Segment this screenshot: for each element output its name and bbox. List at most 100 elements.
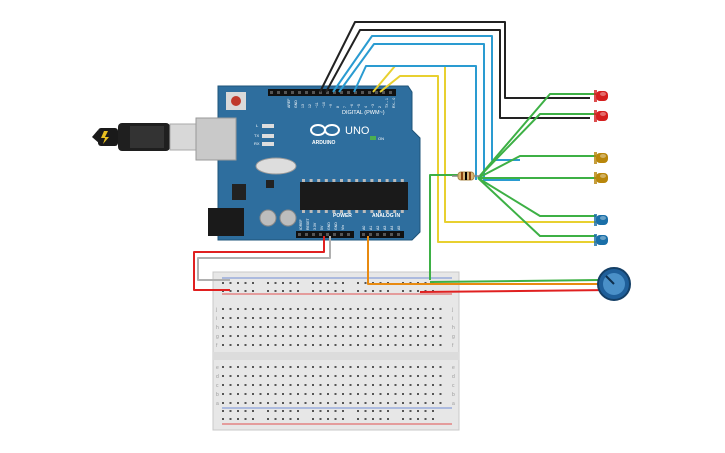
- pin-label: A5: [397, 226, 401, 230]
- wire-blue-pin8: [353, 65, 477, 180]
- header-socket[interactable]: [298, 91, 301, 94]
- arduino-logo: [310, 124, 340, 136]
- header-socket[interactable]: [305, 233, 308, 236]
- header-socket[interactable]: [369, 233, 372, 236]
- reset-button[interactable]: [231, 96, 241, 106]
- header-socket[interactable]: [270, 91, 273, 94]
- usb-cable[interactable]: [92, 123, 201, 151]
- wire-yellow-pin2: [379, 75, 596, 243]
- resistor[interactable]: [452, 171, 480, 181]
- led-red[interactable]: [594, 110, 608, 122]
- header-socket[interactable]: [305, 91, 308, 94]
- header-socket[interactable]: [362, 233, 365, 236]
- pin-label: GND: [294, 100, 298, 108]
- leds: [594, 90, 608, 246]
- led-yellow[interactable]: [594, 152, 608, 164]
- pin-label: 8: [336, 106, 340, 108]
- tx-label: TX: [254, 133, 259, 138]
- led-yellow[interactable]: [594, 172, 608, 184]
- power-jack: [208, 208, 244, 236]
- header-socket[interactable]: [368, 91, 371, 94]
- header-socket[interactable]: [340, 233, 343, 236]
- row-letter: a: [216, 401, 219, 407]
- header-socket[interactable]: [340, 91, 343, 94]
- led-red[interactable]: [594, 90, 608, 102]
- wire-blue-pin10: [338, 43, 520, 181]
- pin-label: A4: [390, 226, 394, 230]
- header-socket[interactable]: [312, 233, 315, 236]
- pin-label: ~10: [322, 102, 326, 108]
- wire-green-led1: [477, 93, 596, 179]
- pin-label: TX→1: [385, 98, 389, 108]
- header-socket[interactable]: [354, 91, 357, 94]
- wire-gray-gnd: [197, 236, 331, 281]
- row-letter: c: [452, 383, 455, 389]
- header-socket[interactable]: [375, 91, 378, 94]
- pin-label: ~9: [329, 104, 333, 108]
- header-socket[interactable]: [277, 91, 280, 94]
- header-socket[interactable]: [326, 91, 329, 94]
- header-socket[interactable]: [291, 91, 294, 94]
- led-blue[interactable]: [594, 214, 608, 226]
- brand-label: ARDUINO: [312, 140, 335, 146]
- model-label: UNO: [345, 125, 370, 137]
- digital-header[interactable]: [268, 89, 396, 96]
- header-socket[interactable]: [333, 91, 336, 94]
- pin-label: 7: [343, 106, 347, 108]
- pin-label: A0: [362, 226, 366, 230]
- row-letter: f: [216, 343, 218, 349]
- pin-label: A1: [369, 226, 373, 230]
- wire-red-pot: [419, 289, 611, 293]
- header-socket[interactable]: [326, 233, 329, 236]
- row-letter: e: [216, 365, 219, 371]
- row-letter: e: [452, 365, 455, 371]
- row-letter: d: [452, 374, 455, 380]
- header-socket[interactable]: [298, 233, 301, 236]
- header-socket[interactable]: [390, 233, 393, 236]
- header-socket[interactable]: [333, 233, 336, 236]
- on-label: ON: [378, 136, 384, 141]
- wire-green-led2: [477, 113, 596, 179]
- header-socket[interactable]: [376, 233, 379, 236]
- header-socket[interactable]: [319, 233, 322, 236]
- wires: [193, 21, 611, 293]
- wire-green-to-resistor: [429, 174, 458, 280]
- row-letter: j: [215, 307, 217, 313]
- pin-label: GND: [327, 222, 331, 230]
- pin-label: IOREF: [299, 219, 303, 230]
- header-socket[interactable]: [347, 91, 350, 94]
- header-socket[interactable]: [389, 91, 392, 94]
- power-header[interactable]: [296, 231, 354, 238]
- pin-label: ~5: [357, 104, 361, 108]
- arduino-board[interactable]: L TX RX UNO ARDUINO ON DIGITAL (PWM~) PO…: [195, 85, 421, 241]
- led-blue[interactable]: [594, 234, 608, 246]
- header-socket[interactable]: [383, 233, 386, 236]
- header-socket[interactable]: [284, 91, 287, 94]
- row-letter: g: [452, 334, 455, 340]
- header-socket[interactable]: [319, 91, 322, 94]
- pin-label: Vin: [341, 225, 345, 230]
- analog-header[interactable]: [360, 231, 404, 238]
- wire-red-5v: [193, 236, 325, 291]
- row-letter: d: [216, 374, 219, 380]
- header-socket[interactable]: [382, 91, 385, 94]
- wire-green-led6: [477, 177, 596, 237]
- potentiometer[interactable]: [597, 267, 631, 301]
- crystal-oscillator: [255, 157, 297, 175]
- header-socket[interactable]: [312, 91, 315, 94]
- header-socket[interactable]: [347, 233, 350, 236]
- pin-label: 5V: [320, 225, 324, 230]
- power-label: POWER: [333, 213, 352, 219]
- pin-label: A2: [376, 226, 380, 230]
- header-socket[interactable]: [361, 91, 364, 94]
- pin-label: AREF: [287, 99, 291, 108]
- header-socket[interactable]: [397, 233, 400, 236]
- wire-blue-pin11: [332, 35, 520, 161]
- row-letter: h: [452, 325, 455, 331]
- usb-port: [195, 117, 237, 161]
- l-led-label: L: [256, 123, 259, 128]
